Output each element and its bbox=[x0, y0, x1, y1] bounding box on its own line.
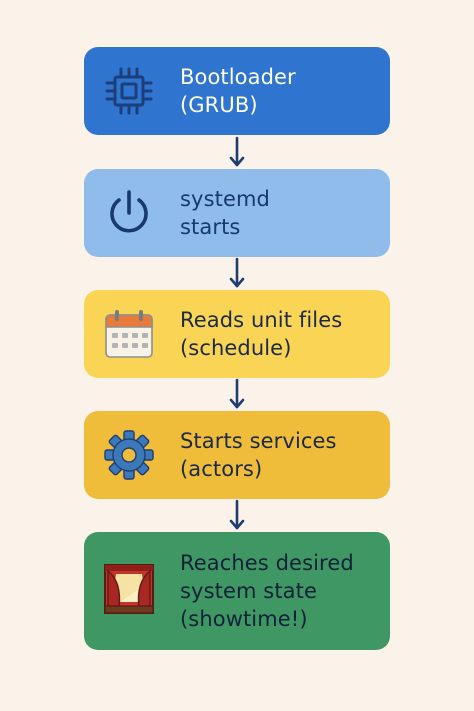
step-label-line: (GRUB) bbox=[180, 93, 258, 117]
down-arrow-icon bbox=[229, 136, 245, 167]
step-label: Starts services (actors) bbox=[180, 427, 380, 483]
step-systemd-starts: systemd starts bbox=[84, 169, 390, 257]
step-label-line: (actors) bbox=[180, 457, 263, 481]
step-label: Bootloader (GRUB) bbox=[180, 63, 380, 119]
step-reads-unit-files: Reads unit files (schedule) bbox=[84, 290, 390, 378]
step-bootloader: Bootloader (GRUB) bbox=[84, 47, 390, 135]
step-label-line: Starts services bbox=[180, 429, 337, 453]
theater-stage-icon bbox=[102, 562, 156, 616]
step-label-line: (showtime!) bbox=[180, 607, 308, 631]
step-label: Reads unit files (schedule) bbox=[180, 306, 380, 362]
step-label-line: Bootloader bbox=[180, 65, 296, 89]
step-label-line: Reads unit files bbox=[180, 308, 343, 332]
step-label: Reaches desired system state (showtime!) bbox=[180, 549, 380, 633]
step-reaches-desired-state: Reaches desired system state (showtime!) bbox=[84, 532, 390, 650]
step-label: systemd starts bbox=[180, 185, 380, 241]
step-label-line: systemd bbox=[180, 187, 270, 211]
down-arrow-icon bbox=[229, 499, 245, 530]
step-label-line: system state bbox=[180, 579, 317, 603]
step-starts-services: Starts services (actors) bbox=[84, 411, 390, 499]
gear-icon bbox=[102, 428, 156, 482]
cpu-chip-icon bbox=[102, 64, 156, 118]
power-icon bbox=[102, 186, 156, 240]
calendar-icon bbox=[102, 307, 156, 361]
step-label-line: starts bbox=[180, 215, 241, 239]
step-label-line: (schedule) bbox=[180, 336, 292, 360]
step-label-line: Reaches desired bbox=[180, 551, 354, 575]
down-arrow-icon bbox=[229, 378, 245, 409]
down-arrow-icon bbox=[229, 257, 245, 288]
